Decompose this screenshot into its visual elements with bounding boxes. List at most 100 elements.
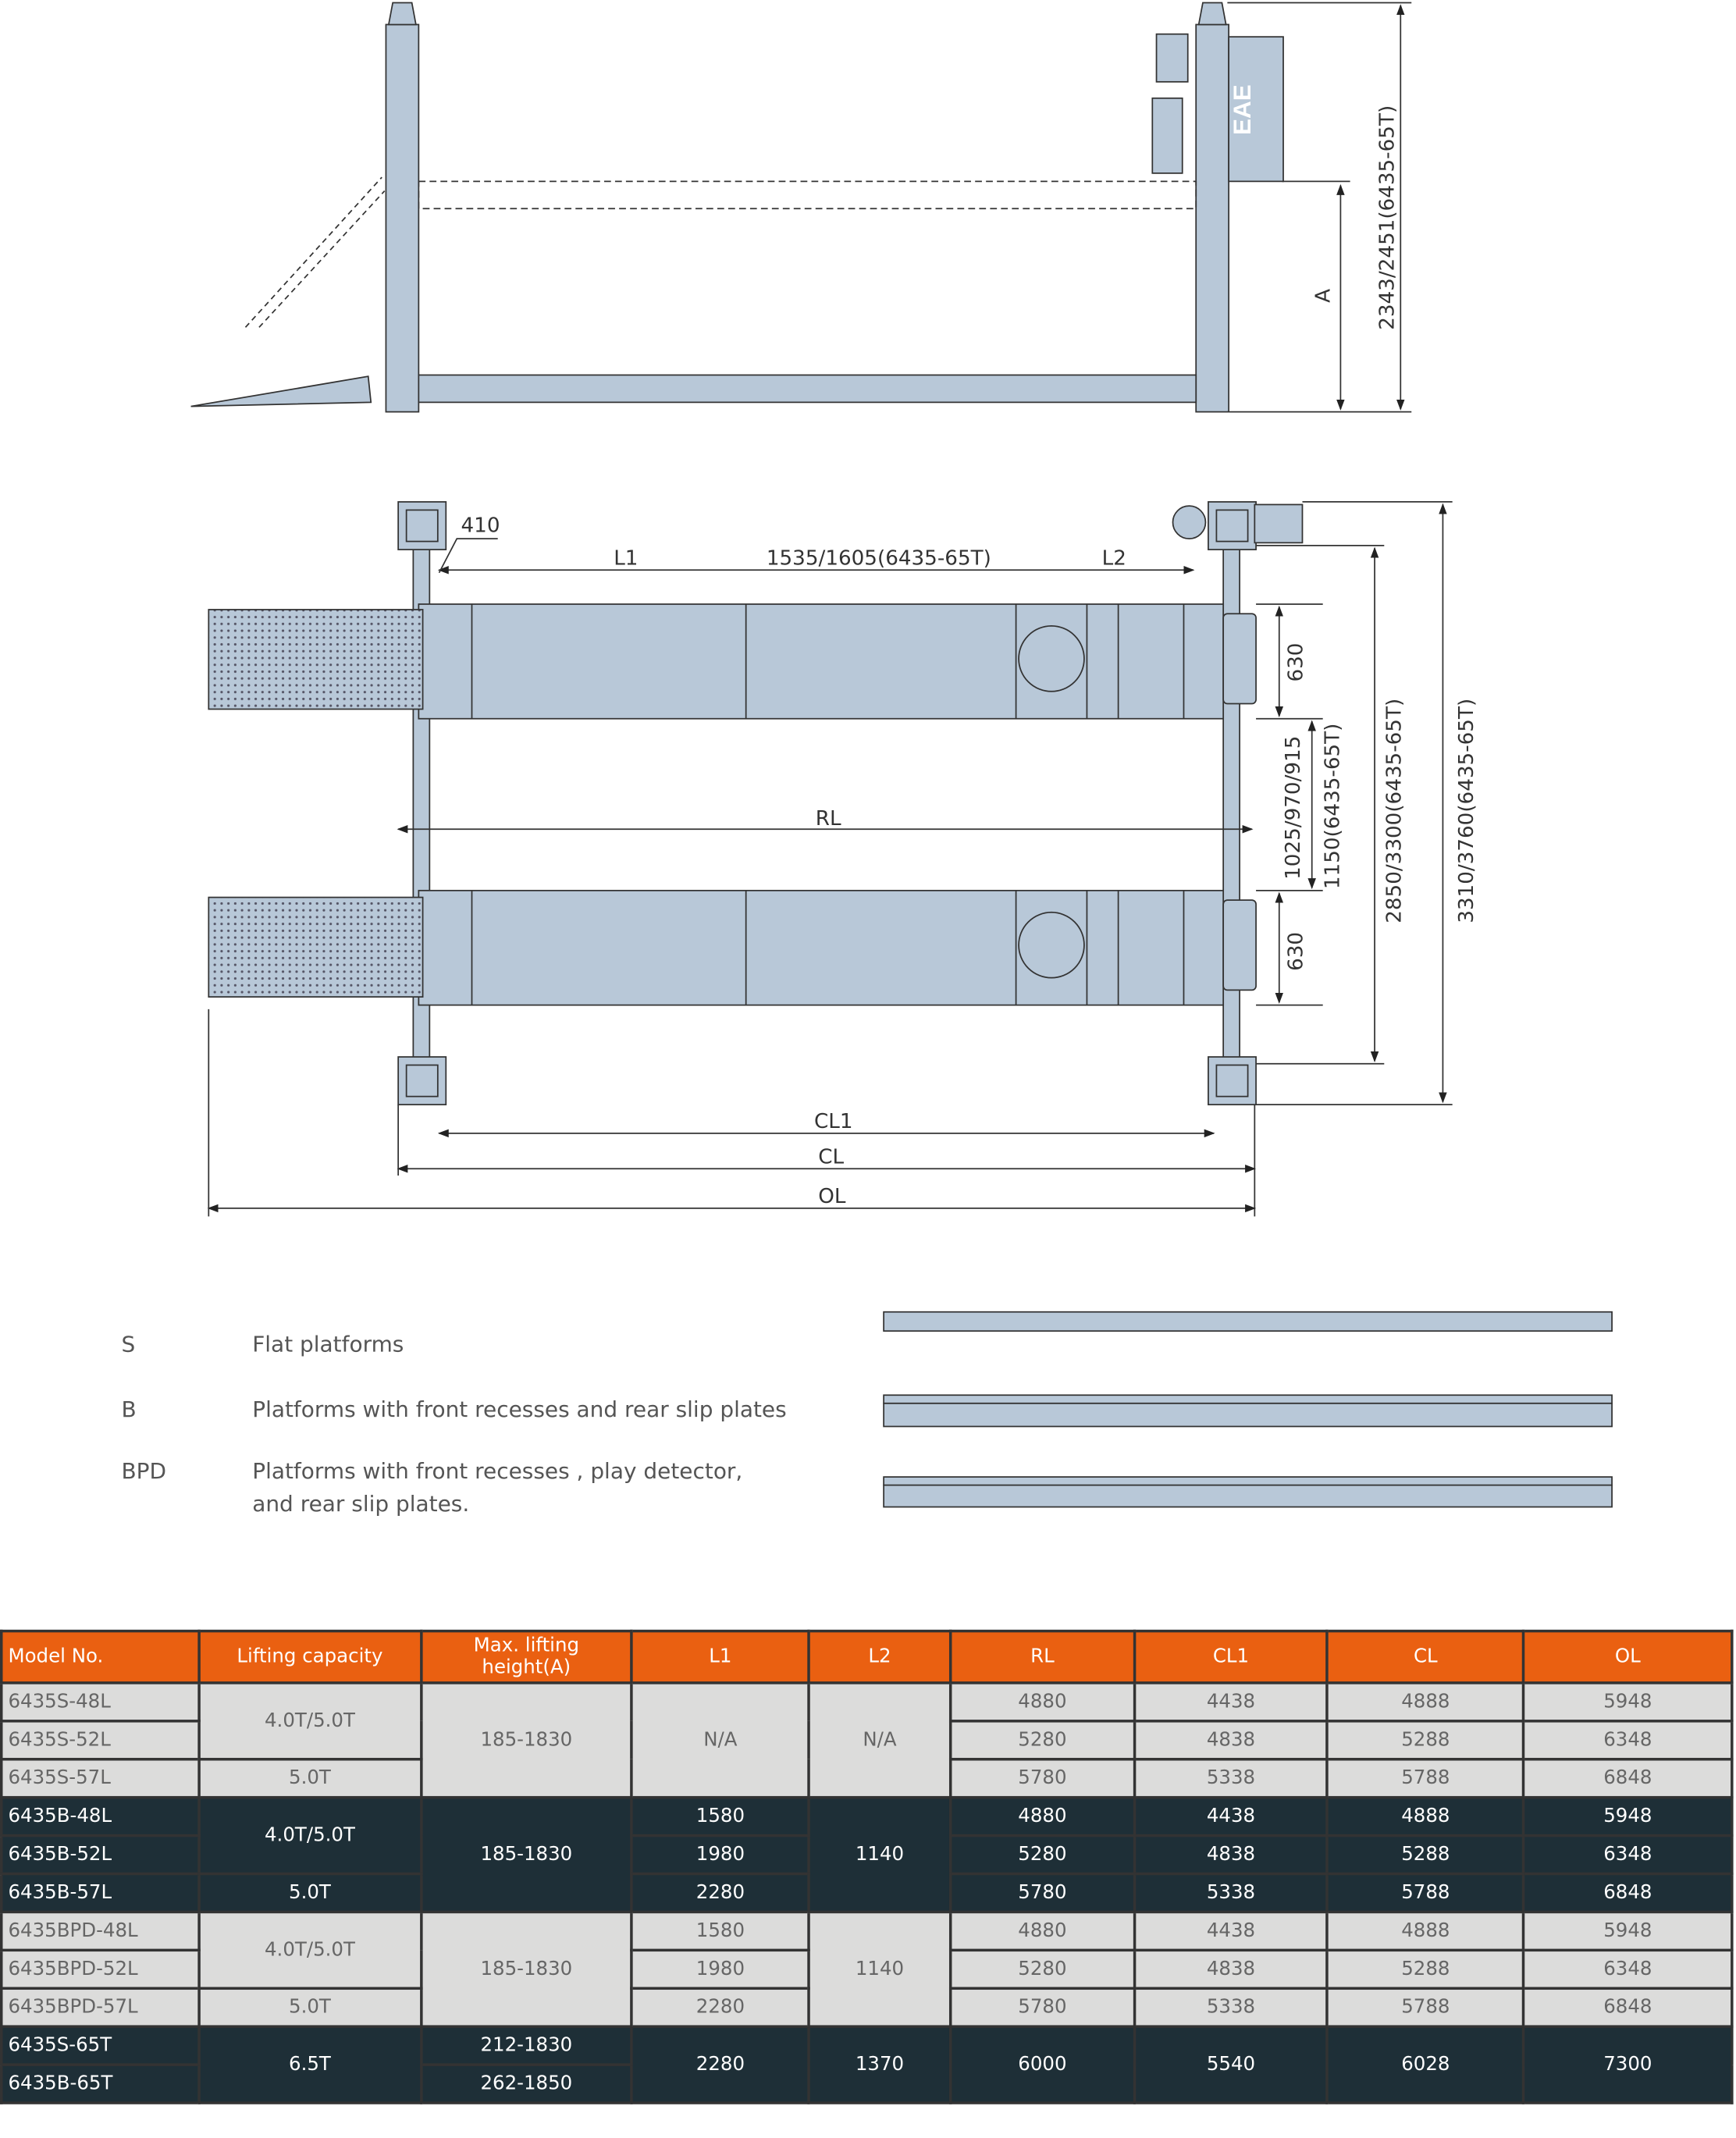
cell-cl: 5288	[1326, 1720, 1525, 1761]
cell-cl1: 5338	[1133, 1758, 1329, 1799]
cell-rl: 5780	[948, 1758, 1136, 1799]
cell-cl1: 5338	[1133, 1987, 1329, 2028]
cell-cl1: 5338	[1133, 1872, 1329, 1914]
cell-capacity: 4.0T/5.0T	[197, 1681, 422, 1761]
cell-capacity: 5.0T	[197, 1872, 422, 1914]
table-row: 6435BPD-52L 1980 5280 4838 5288 6348	[0, 1948, 1734, 1990]
cell-cl: 4888	[1326, 1910, 1525, 1952]
cell-rl: 5780	[948, 1872, 1136, 1914]
cell-model: 6435B-52L	[0, 1834, 201, 1876]
cell-capacity: 4.0T/5.0T	[197, 1910, 422, 1990]
cell-model: 6435S-65T	[0, 2025, 201, 2066]
cell-rl: 4880	[948, 1681, 1136, 1723]
cell-l1: 2280	[630, 1872, 811, 1914]
cell-ol: 5948	[1522, 1795, 1734, 1837]
cell-model: 6435S-52L	[0, 1720, 201, 1761]
cell-model: 6435BPD-57L	[0, 1987, 201, 2028]
platform-profiles	[883, 1311, 1613, 1508]
dim-width: 2850/3300(6435-65T)	[1382, 699, 1406, 923]
cell-cl: 5788	[1326, 1872, 1525, 1914]
cell-rl: 5280	[948, 1720, 1136, 1761]
cell-rl: 6000	[948, 2025, 1136, 2104]
header-cl: CL	[1326, 1629, 1525, 1684]
cell-cl: 5288	[1326, 1834, 1525, 1876]
table-row: 6435B-65T 262-1850	[0, 2063, 1732, 2104]
cell-l2: 1370	[807, 2025, 952, 2104]
spec-table: Model No. Lifting capacity Max. lifting …	[0, 1629, 1734, 2104]
brand-logo: EAE	[1229, 84, 1256, 135]
cell-cl1: 4438	[1133, 1681, 1329, 1723]
cell-l2: 1140	[807, 1910, 952, 2028]
technical-drawing: EAE A 2343/2451(6435-65T) 410 L1 1535/16…	[190, 2, 1613, 1508]
dim-630-bottom: 630	[1284, 932, 1307, 971]
cell-rl: 5280	[948, 1834, 1136, 1876]
cell-cl: 5788	[1326, 1987, 1525, 2028]
cell-cl1: 4838	[1133, 1948, 1329, 1990]
table-row: 6435BPD-57L 5.0T 2280 5780 5338 5788 684…	[0, 1987, 1734, 2028]
table-header: Model No. Lifting capacity Max. lifting …	[0, 1629, 1734, 1684]
dim-410: 410	[461, 514, 500, 537]
table-row: 6435BPD-48L 4.0T/5.0T 185-1830 1580 1140…	[0, 1910, 1734, 2028]
cell-cl1: 5540	[1133, 2025, 1329, 2104]
cell-height: 185-1830	[419, 1795, 634, 1914]
cell-rl: 5280	[948, 1948, 1136, 1990]
cell-ol: 7300	[1522, 2025, 1734, 2104]
legend-desc-s: Flat platforms	[252, 1331, 404, 1357]
cell-ol: 5948	[1522, 1681, 1734, 1723]
table-row: 6435B-57L 5.0T 2280 5780 5338 5788 6848	[0, 1872, 1734, 1914]
cell-cl: 4888	[1326, 1795, 1525, 1837]
cell-l1: 1580	[630, 1795, 811, 1837]
cell-l1: 2280	[630, 1987, 811, 2028]
dim-rl: RL	[816, 807, 841, 831]
table-row: 6435S-57L 5.0T 5780 5338 5788 6848	[0, 1758, 1734, 1799]
cell-ol: 6348	[1522, 1948, 1734, 1990]
cell-model: 6435S-57L	[0, 1758, 201, 1799]
cell-capacity: 5.0T	[197, 1758, 422, 1799]
dim-gap-65t: 1150(6435-65T)	[1322, 724, 1345, 890]
cell-l1: 1580	[630, 1910, 811, 1952]
dim-cl1: CL1	[814, 1110, 853, 1133]
cell-l1: 2280	[630, 2025, 811, 2104]
cell-ol: 6848	[1522, 1987, 1734, 2028]
dim-l2: L2	[1102, 546, 1126, 570]
cell-l2: N/A	[807, 1681, 952, 1799]
cell-l1: 1980	[630, 1834, 811, 1876]
cell-l2: 1140	[807, 1795, 952, 1914]
cell-model: 6435BPD-48L	[0, 1910, 201, 1952]
cell-height: 185-1830	[419, 1910, 634, 2028]
cell-rl: 4880	[948, 1795, 1136, 1837]
dim-l1: L1	[614, 546, 638, 570]
dim-gap: 1025/970/915	[1282, 736, 1305, 880]
cell-height: 185-1830	[419, 1681, 634, 1799]
header-l1: L1	[630, 1629, 811, 1684]
cell-ol: 6848	[1522, 1758, 1734, 1799]
cell-ol: 6348	[1522, 1720, 1734, 1761]
cell-cl1: 4438	[1133, 1910, 1329, 1952]
cell-rl: 4880	[948, 1910, 1136, 1952]
top-view	[207, 501, 1613, 1508]
cell-cl: 6028	[1326, 2025, 1525, 2104]
table-row: 6435B-52L 1980 5280 4838 5288 6348	[0, 1834, 1734, 1876]
cell-cl1: 4438	[1133, 1795, 1329, 1837]
cell-cl: 5788	[1326, 1758, 1525, 1799]
header-l2: L2	[807, 1629, 952, 1684]
table-row: 6435S-65T 6.5T 212-1830 2280 1370 6000 5…	[0, 2025, 1734, 2104]
cell-model: 6435B-48L	[0, 1795, 201, 1837]
cell-model: 6435S-48L	[0, 1681, 201, 1723]
legend-code-bpd: BPD	[121, 1457, 167, 1484]
header-rl: RL	[948, 1629, 1136, 1684]
cell-height: 212-1830	[419, 2025, 634, 2066]
header-ol: OL	[1522, 1629, 1734, 1684]
table-row: 6435S-52L 5280 4838 5288 6348	[0, 1720, 1734, 1761]
dim-total: 3310/3760(6435-65T)	[1455, 699, 1478, 923]
dim-ol: OL	[818, 1185, 846, 1208]
table-row: 6435S-48L 4.0T/5.0T 185-1830 N/A N/A 488…	[0, 1681, 1734, 1799]
legend-desc-bpd: Platforms with front recesses , play det…	[252, 1457, 743, 1484]
cell-model: 6435BPD-52L	[0, 1948, 201, 1990]
legend-desc-bpd-2: and rear slip plates.	[252, 1490, 470, 1517]
cell-capacity: 6.5T	[197, 2025, 422, 2104]
cell-ol: 6848	[1522, 1872, 1734, 1914]
table-row: 6435B-48L 4.0T/5.0T 185-1830 1580 1140 4…	[0, 1795, 1734, 1914]
cell-l1: 1980	[630, 1948, 811, 1990]
